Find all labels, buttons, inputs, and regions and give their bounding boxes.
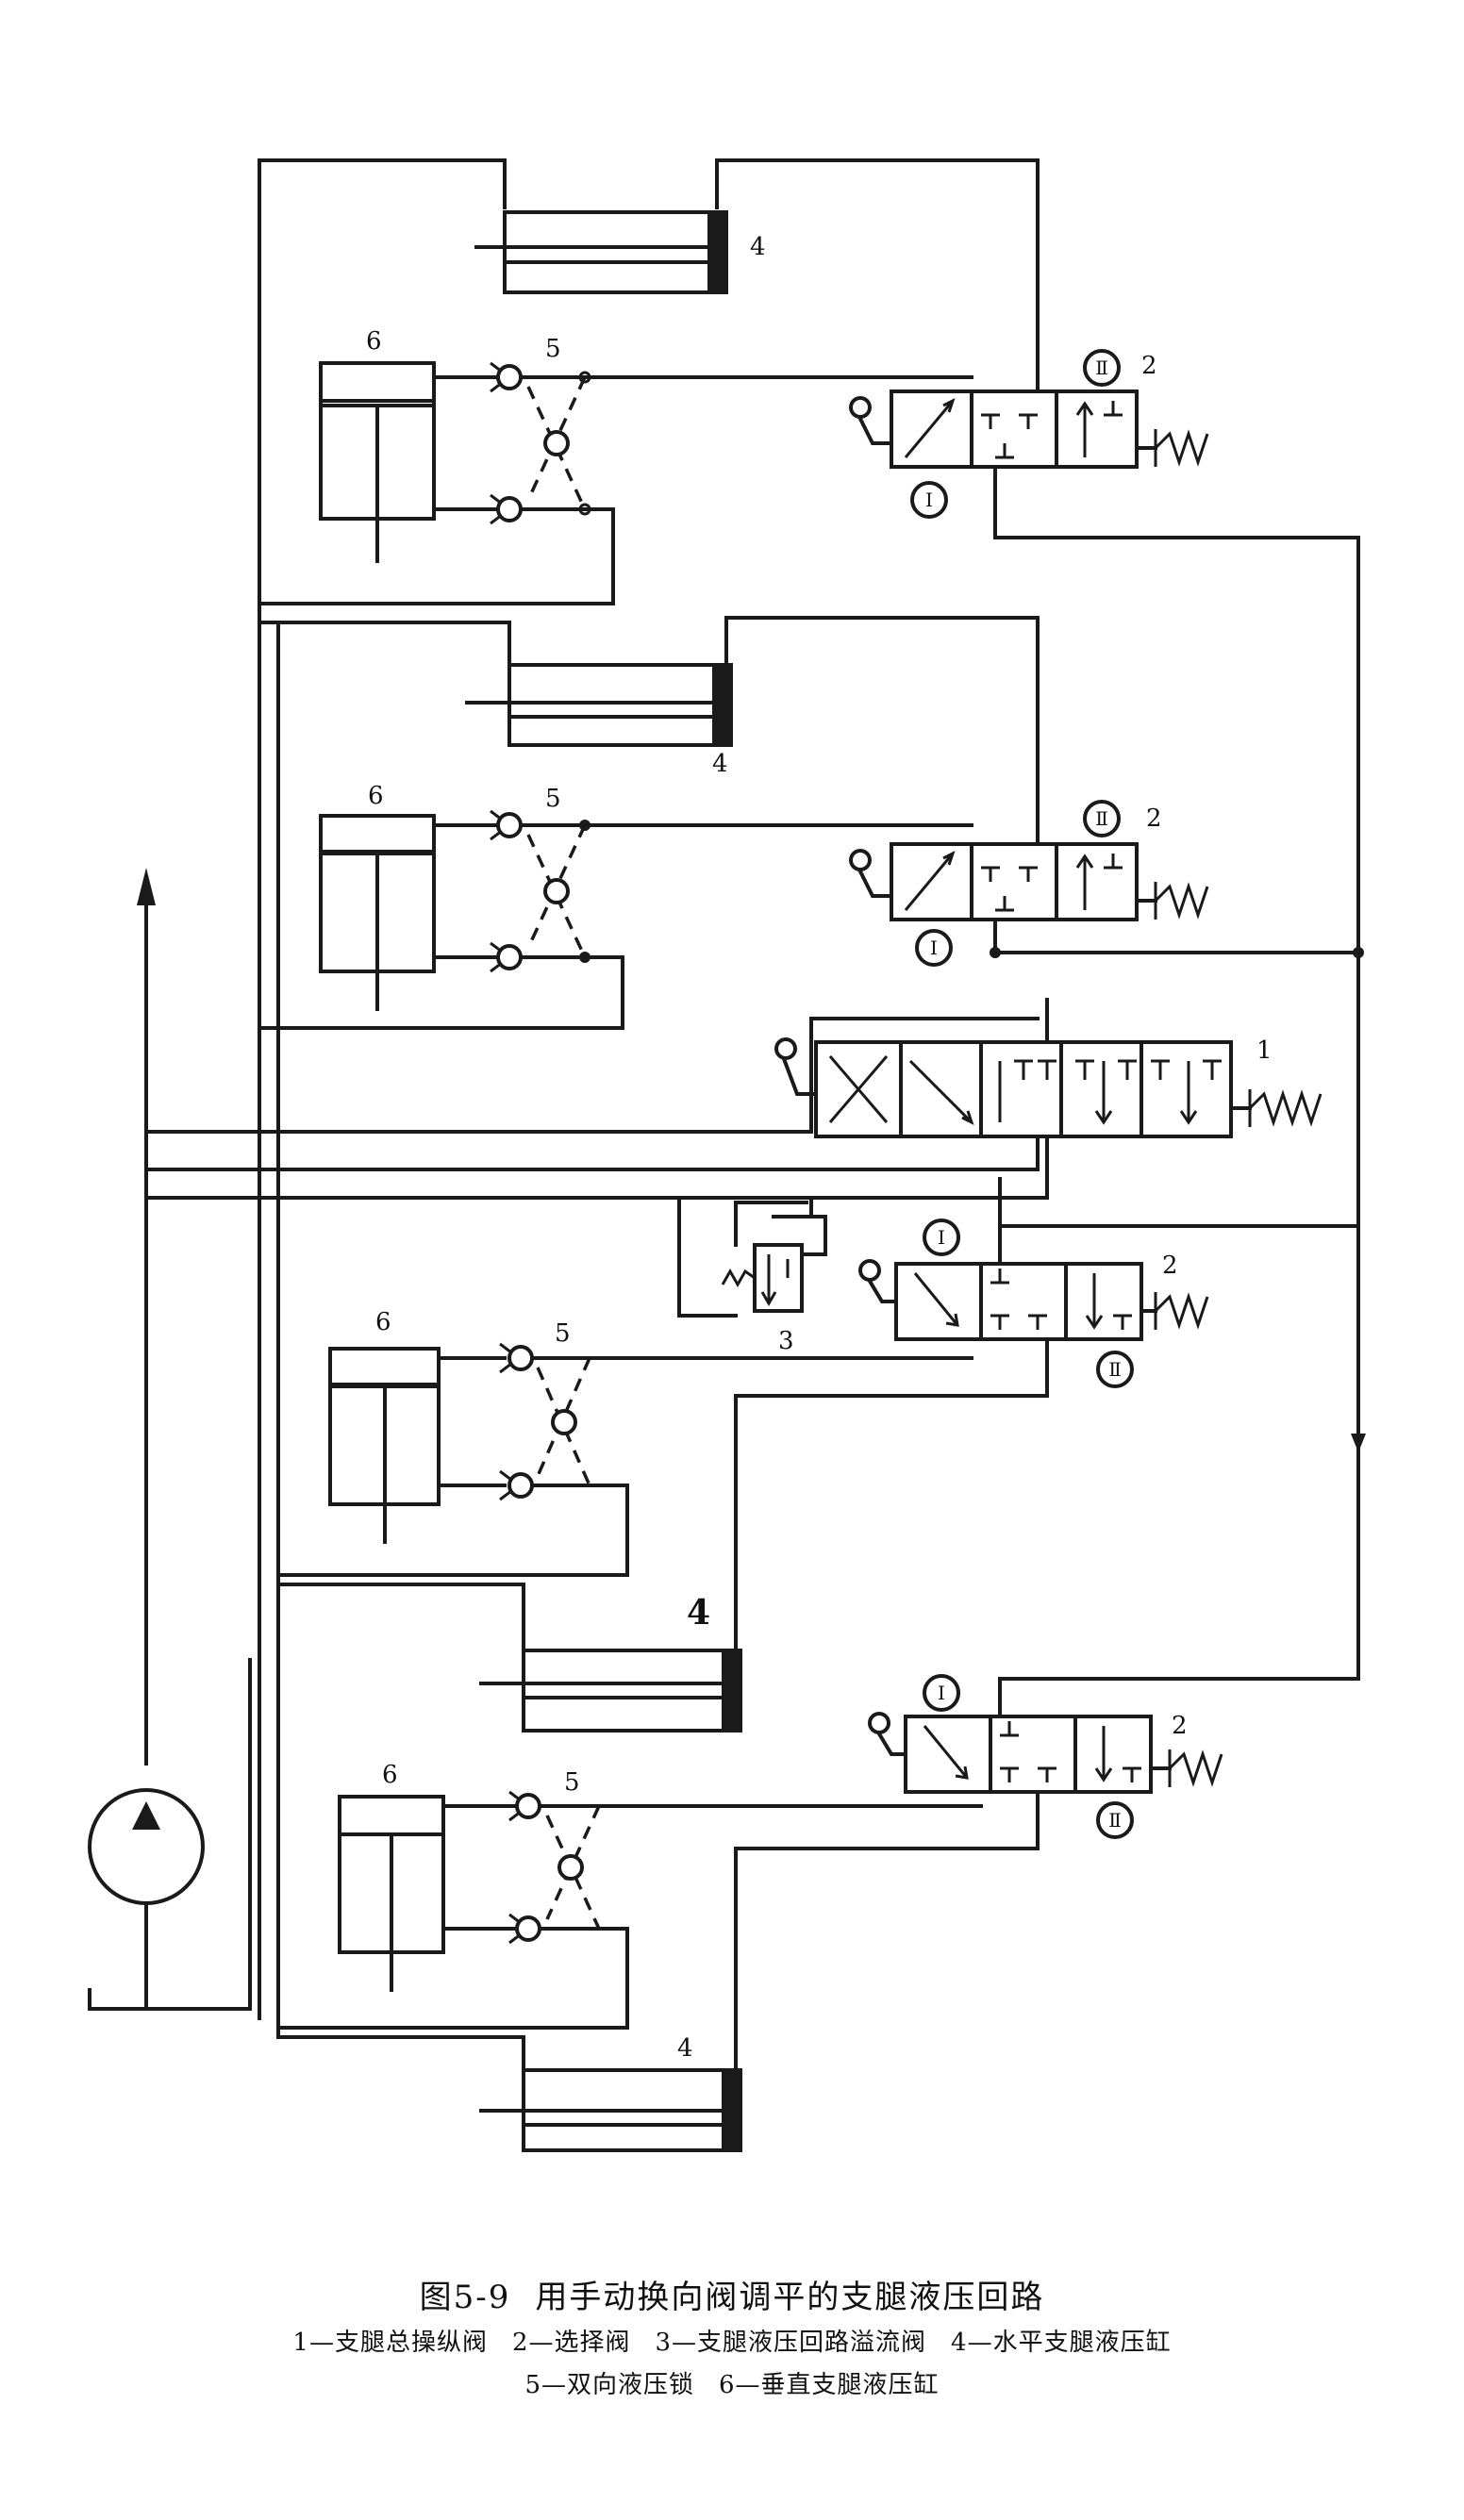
relief-valve: 3 xyxy=(721,1215,827,1355)
label-6: 6 xyxy=(375,1308,391,1336)
label-4: 4 xyxy=(750,233,766,261)
horizontal-cylinder-second: 4 xyxy=(465,663,733,778)
position-label-1: Ⅰ xyxy=(938,1226,945,1249)
selector-valve-bottom: Ⅰ Ⅱ 2 xyxy=(868,1674,1223,1839)
label-2: 2 xyxy=(1146,804,1162,833)
horizontal-cylinder-upper: 4 xyxy=(474,210,766,294)
legend-item: 4—水平支腿液压缸 xyxy=(951,2329,1172,2357)
label-5: 5 xyxy=(545,785,561,813)
legend-item: 1—支腿总操纵阀 xyxy=(292,2329,488,2357)
figure-title: 用手动换向阀调平的支腿液压回路 xyxy=(535,2279,1045,2316)
label-2: 2 xyxy=(1162,1252,1178,1280)
position-label-1: Ⅰ xyxy=(925,489,933,511)
position-label-2: Ⅱ xyxy=(1108,1809,1122,1832)
figure-number: 图5-9 xyxy=(419,2279,511,2316)
label-4: 4 xyxy=(687,1593,710,1633)
selector-valve-third: Ⅰ Ⅱ 2 xyxy=(858,1219,1209,1388)
position-label-2: Ⅱ xyxy=(1095,356,1108,379)
legend-line-1: 1—支腿总操纵阀 2—选择阀 3—支腿液压回路溢流阀 4—水平支腿液压缸 xyxy=(0,2323,1464,2358)
pipelines xyxy=(88,158,1366,2072)
label-5: 5 xyxy=(564,1768,580,1797)
figure-caption: 图5-9 用手动换向阀调平的支腿液压回路 xyxy=(0,2271,1464,2317)
legend-item: 5—双向液压锁 xyxy=(524,2371,694,2399)
label-4: 4 xyxy=(712,750,728,778)
legend-item: 2—选择阀 xyxy=(511,2329,631,2357)
label-4: 4 xyxy=(677,2034,693,2063)
vertical-cylinder-3: 6 xyxy=(328,1308,441,1544)
legend-item: 6—垂直支腿液压缸 xyxy=(719,2371,940,2399)
label-6: 6 xyxy=(368,782,384,810)
hydraulic-pump xyxy=(88,1788,205,2011)
vertical-cylinder-2: 6 xyxy=(319,782,436,1011)
vertical-cylinder-4: 6 xyxy=(338,1761,445,1992)
vertical-cylinder-1: 6 xyxy=(319,327,436,563)
legend-item: 3—支腿液压回路溢流阀 xyxy=(655,2329,927,2357)
label-6: 6 xyxy=(366,327,382,356)
main-control-valve: 1 xyxy=(774,1036,1323,1138)
selector-valve-second: Ⅰ Ⅱ 2 xyxy=(849,800,1209,967)
label-1: 1 xyxy=(1256,1036,1273,1065)
legend-line-2: 5—双向液压锁 6—垂直支腿液压缸 xyxy=(0,2365,1464,2400)
label-5: 5 xyxy=(545,335,561,363)
label-2: 2 xyxy=(1141,352,1157,380)
double-lock-2: 5 xyxy=(258,785,973,1030)
label-3: 3 xyxy=(778,1327,794,1355)
position-label-1: Ⅰ xyxy=(938,1682,945,1704)
label-2: 2 xyxy=(1172,1712,1188,1740)
double-lock-4: 5 xyxy=(276,1768,983,2030)
double-lock-1: 5 xyxy=(258,335,973,605)
horizontal-cylinder-bottom: 4 xyxy=(479,2034,742,2152)
label-5: 5 xyxy=(555,1319,571,1348)
horizontal-cylinder-third: 4 xyxy=(479,1593,742,1732)
label-6: 6 xyxy=(382,1761,398,1789)
selector-valve-upper: Ⅰ Ⅱ 2 xyxy=(849,349,1209,519)
position-label-2: Ⅱ xyxy=(1095,807,1108,830)
position-label-1: Ⅰ xyxy=(930,937,938,959)
position-label-2: Ⅱ xyxy=(1108,1358,1122,1381)
double-lock-3: 5 xyxy=(276,1319,973,1577)
